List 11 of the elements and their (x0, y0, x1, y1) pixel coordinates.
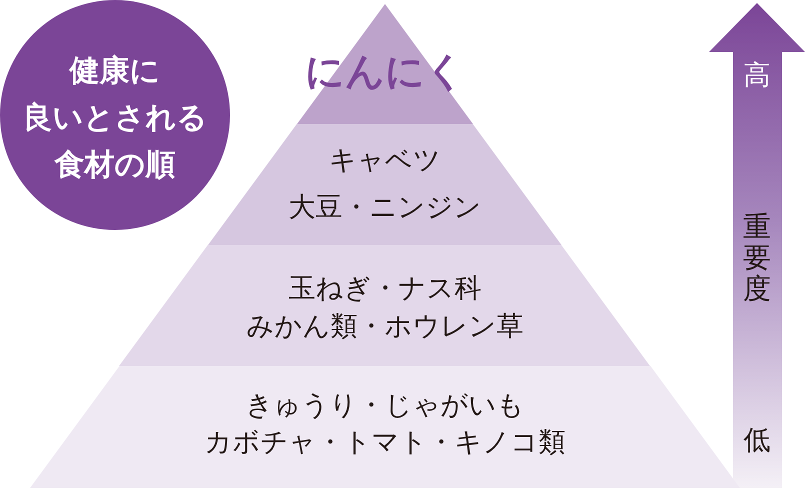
scale-label: 高 (744, 61, 770, 91)
tier-label: 玉ねぎ・ナス科 (288, 272, 482, 306)
tier-label: キャベツ (328, 144, 441, 178)
tier-label: カボチャ・トマト・キノコ類 (204, 426, 566, 460)
badge-title: 健康に良いとされる食材の順 (22, 52, 208, 184)
tier-label: にんにく (304, 50, 465, 96)
scale-title: 重要度 (743, 212, 771, 304)
tier-label: きゅうり・じゃがいも (246, 390, 524, 422)
scale-label: 低 (744, 426, 770, 456)
tier-label: みかん類・ホウレン草 (246, 310, 524, 344)
tier-label: 大豆・ニンジン (288, 192, 482, 224)
